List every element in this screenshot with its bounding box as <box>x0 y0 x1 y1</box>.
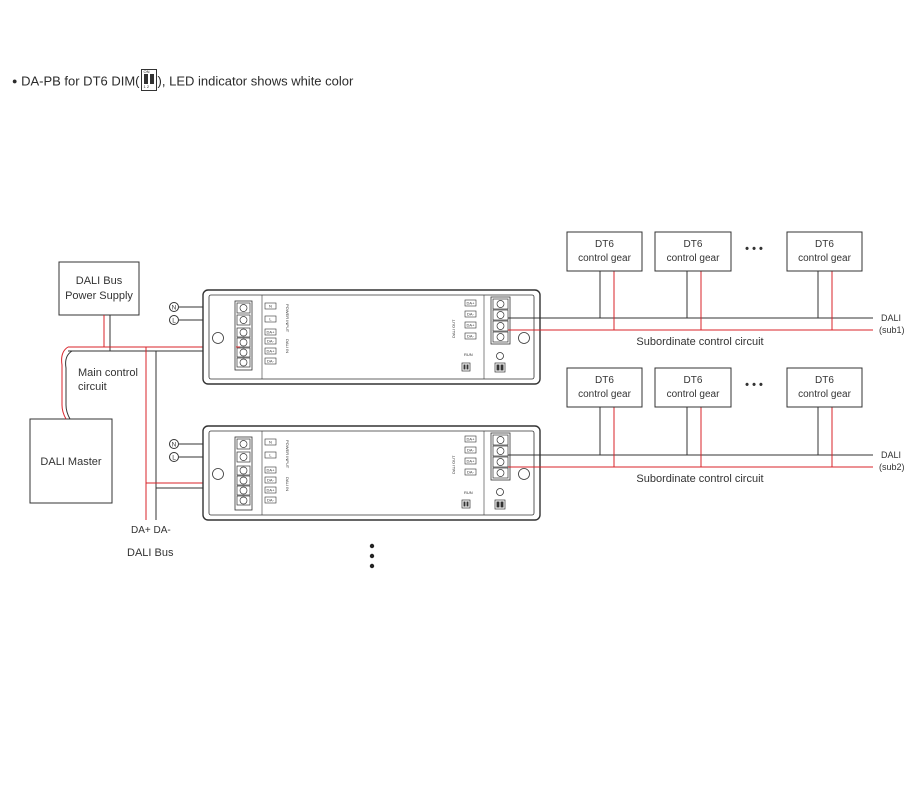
neutral-symbol-icon <box>169 302 179 312</box>
main-circuit-line1: Main control <box>78 367 138 379</box>
svg-text:control gear: control gear <box>798 253 851 264</box>
svg-text:DA-: DA- <box>467 334 475 339</box>
svg-text:N: N <box>269 304 272 309</box>
mounting-hole-icon <box>212 332 224 344</box>
more-modules-vertical-ellipsis <box>369 543 375 569</box>
control-gear-1n: DT6 control gear <box>786 231 863 272</box>
header-text-after: ), LED indicator shows white color <box>157 73 354 89</box>
mounting-hole-icon <box>518 332 530 344</box>
power-supply-line2: Power Supply <box>65 290 133 302</box>
svg-text:DA+: DA+ <box>267 468 276 473</box>
svg-text:L: L <box>172 455 176 462</box>
svg-text:L: L <box>269 317 272 322</box>
dip-switch-icon: ON 1 2 <box>140 69 157 91</box>
line-symbol-icon <box>169 315 179 325</box>
header-line: ● DA-PB for DT6 DIM( ON 1 2 ), LED indic… <box>12 69 354 93</box>
sub1-tag: (sub1) <box>879 325 905 335</box>
dip-switch-icon <box>461 362 471 372</box>
svg-text:DALI OUT: DALI OUT <box>451 319 456 338</box>
svg-text:DT6: DT6 <box>684 375 703 386</box>
svg-text:DA+: DA+ <box>467 301 476 306</box>
svg-text:DA+: DA+ <box>267 488 276 493</box>
svg-text:DT6: DT6 <box>815 375 834 386</box>
svg-text:DT6: DT6 <box>684 239 703 250</box>
svg-text:DA+: DA+ <box>267 349 276 354</box>
svg-text:DA+: DA+ <box>267 330 276 335</box>
svg-text:RUN: RUN <box>464 352 473 357</box>
svg-text:N: N <box>172 305 177 312</box>
control-gear-2a: DT6 control gear <box>566 367 643 408</box>
run-led-icon <box>496 488 504 496</box>
dali-master-label: DALI Master <box>40 456 101 468</box>
svg-text:DA-: DA- <box>267 339 275 344</box>
neutral-symbol-icon <box>169 439 179 449</box>
svg-text:DA+: DA+ <box>467 459 476 464</box>
svg-text:DA-: DA- <box>267 478 275 483</box>
power-supply-line1: DALI Bus <box>76 275 123 287</box>
control-gear-2n: DT6 control gear <box>786 367 863 408</box>
dali-master-box <box>29 418 113 504</box>
mounting-hole-icon <box>518 468 530 480</box>
svg-text:RUN: RUN <box>464 490 473 495</box>
svg-text:DA+: DA+ <box>467 323 476 328</box>
header-text-before: DA-PB for DT6 DIM( <box>21 73 140 89</box>
svg-text:L: L <box>269 453 272 458</box>
dip-switch-icon <box>494 362 506 373</box>
dip-switch-on-label: ON <box>143 69 150 74</box>
svg-text:DT6: DT6 <box>815 239 834 250</box>
svg-text:N: N <box>172 442 177 449</box>
svg-text:POWER INPUT: POWER INPUT <box>285 304 290 333</box>
sub1-dali-label: DALI <box>881 313 901 323</box>
bullet: ● <box>12 76 18 87</box>
main-circuit-line2: circuit <box>78 381 107 393</box>
svg-text:N: N <box>269 440 272 445</box>
dali-power-booster-module-1: N L DA+ DA- DA+ DA- POWER INPUT DALI IN … <box>202 289 541 385</box>
ellipsis: • • • <box>745 379 763 391</box>
power-supply-box <box>58 261 140 316</box>
dali-power-booster-module-2: N L DA+ DA- DA+ DA- POWER INPUT DALI IN … <box>202 425 541 521</box>
svg-text:control gear: control gear <box>667 253 720 264</box>
control-gear-1b: DT6 control gear <box>654 231 732 272</box>
svg-text:L: L <box>172 318 176 325</box>
sub2-dali-label: DALI <box>881 450 901 460</box>
sub2-tag: (sub2) <box>879 462 905 472</box>
svg-text:DA+: DA+ <box>467 437 476 442</box>
svg-text:DALI OUT: DALI OUT <box>451 455 456 474</box>
svg-text:DALI IN: DALI IN <box>285 477 290 491</box>
svg-text:DA-: DA- <box>267 498 275 503</box>
subordinate-circuit-2 <box>508 407 873 468</box>
control-gear-1a: DT6 control gear <box>566 231 643 272</box>
run-led-icon <box>496 352 504 360</box>
dip-switch-lever <box>143 74 148 84</box>
svg-text:control gear: control gear <box>667 389 720 400</box>
subordinate-circuit-1 <box>508 271 873 331</box>
control-gear-2b: DT6 control gear <box>654 367 732 408</box>
ellipsis: • • • <box>745 243 763 255</box>
mounting-hole-icon <box>212 468 224 480</box>
dip-switch-icon <box>461 499 471 509</box>
svg-text:DT6: DT6 <box>595 239 614 250</box>
dip-switch-numbers: 1 2 <box>143 84 150 89</box>
svg-text:DA-: DA- <box>467 470 475 475</box>
dip-switch-lever <box>149 74 154 84</box>
bus-polarity: DA+ DA- <box>131 525 171 536</box>
line-symbol-icon <box>169 452 179 462</box>
dali-bus-label: DALI Bus <box>127 547 174 559</box>
svg-text:DA-: DA- <box>467 448 475 453</box>
dip-switch-icon <box>494 499 506 510</box>
svg-text:DA-: DA- <box>267 359 275 364</box>
svg-text:DA-: DA- <box>467 312 475 317</box>
svg-text:DALI IN: DALI IN <box>285 339 290 353</box>
svg-text:control gear: control gear <box>578 253 631 264</box>
svg-text:POWER INPUT: POWER INPUT <box>285 440 290 469</box>
svg-text:control gear: control gear <box>798 389 851 400</box>
sub2-circuit-label: Subordinate control circuit <box>636 473 763 485</box>
svg-text:DT6: DT6 <box>595 375 614 386</box>
sub1-circuit-label: Subordinate control circuit <box>636 336 763 348</box>
svg-text:control gear: control gear <box>578 389 631 400</box>
